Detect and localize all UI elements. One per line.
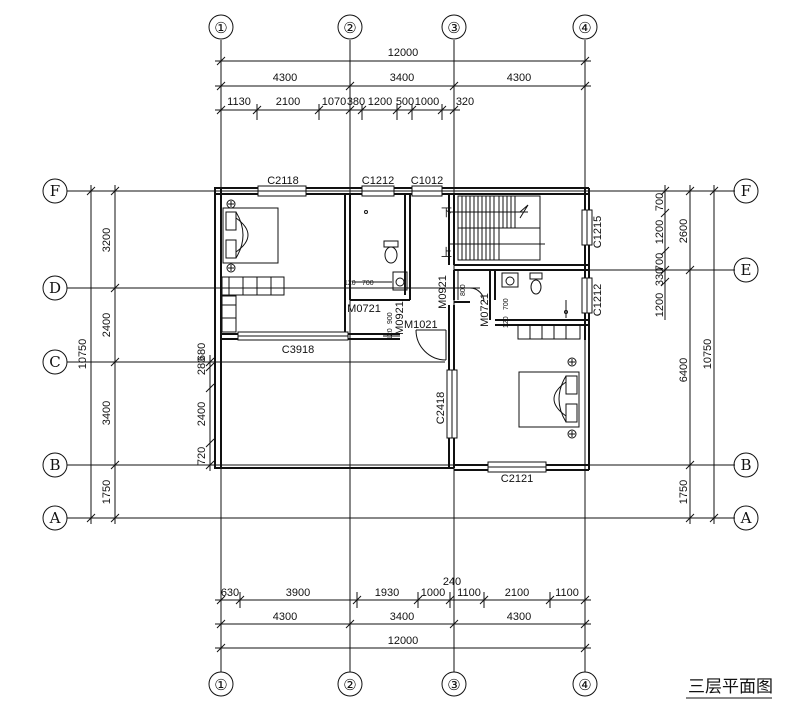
dim-bottom-2100: 2100 — [505, 587, 529, 599]
label-c1215: C1215 — [592, 216, 604, 248]
axis-right-E: E — [741, 261, 752, 279]
dim-bottom-3900: 3900 — [286, 587, 310, 599]
dim-bottom-3400: 3400 — [390, 611, 414, 623]
dim-left-2400b: 2400 — [196, 402, 208, 426]
dim-right-700b: 700 — [654, 253, 666, 271]
stair-down-label: 下 — [441, 207, 452, 219]
wardrobe-left — [221, 276, 285, 333]
size-120-right: 120 — [503, 316, 510, 328]
drawing-title: 三层平面图 — [688, 677, 773, 697]
label-m0721-right: M0721 — [479, 293, 491, 327]
dim-right-2600: 2600 — [678, 219, 690, 243]
bed-left — [222, 199, 279, 273]
size-120-left: 120 — [344, 280, 356, 287]
dim-bottom-240: 240 — [443, 576, 461, 588]
size-900: 900 — [387, 312, 394, 324]
axis-left-D: D — [49, 279, 61, 297]
axis-bottom-4: ④ — [578, 676, 591, 694]
axis-top-2: ② — [343, 19, 356, 37]
dim-top-3400: 3400 — [390, 72, 414, 84]
label-m1021: M1021 — [404, 319, 438, 331]
bathroom-fixtures — [352, 210, 568, 318]
windows — [237, 185, 593, 473]
axis-right-F: F — [741, 182, 751, 200]
size-700-right: 700 — [503, 298, 510, 310]
axis-left-F: F — [50, 182, 60, 200]
dim-left-total: 10750 — [77, 339, 89, 370]
staircase — [448, 195, 545, 261]
label-c3918: C3918 — [282, 344, 314, 356]
dim-top-380: 380 — [347, 96, 365, 108]
wardrobe-right — [517, 324, 581, 340]
dim-bottom-1100b: 1100 — [555, 587, 579, 599]
dim-right-1750: 1750 — [678, 480, 690, 504]
size-120-mid: 120 — [387, 328, 394, 340]
axis-left-A: A — [49, 509, 61, 527]
dim-right-6400: 6400 — [678, 358, 690, 382]
label-c2418: C2418 — [435, 392, 447, 424]
label-c2118: C2118 — [267, 175, 299, 187]
dim-top-1000: 1000 — [415, 96, 439, 108]
dim-bottom-4300b: 4300 — [507, 611, 531, 623]
axis-left-C: C — [49, 353, 60, 371]
label-m0921-right: M0921 — [437, 275, 449, 309]
dim-top-2100: 2100 — [276, 96, 300, 108]
axis-left-B: B — [49, 456, 60, 474]
dim-top-500: 500 — [396, 96, 414, 108]
stair-up-label: 上 — [441, 246, 452, 259]
doors — [383, 270, 485, 361]
label-m0721-left: M0721 — [347, 303, 381, 315]
bed-right — [518, 357, 580, 439]
grid-lines — [67, 40, 735, 672]
right-dimensions: 700 1200 700 330 1200 2600 6400 1750 107… — [654, 185, 719, 524]
dim-bottom-4300a: 4300 — [273, 611, 297, 623]
axis-right-A: A — [740, 509, 752, 527]
dim-bottom-1000: 1000 — [421, 587, 445, 599]
top-dimensions: 12000 4300 3400 4300 1130 2100 1070 380 … — [215, 47, 591, 120]
dim-bottom-1100a: 1100 — [457, 587, 481, 599]
dim-right-total: 10750 — [702, 339, 714, 370]
axis-top-3: ③ — [447, 19, 460, 37]
label-m0921-left: M0921 — [394, 301, 406, 335]
dim-left-3400: 3400 — [101, 401, 113, 425]
bottom-dimensions: 630 3900 1930 1000 1100 2100 1100 240 43… — [215, 576, 591, 653]
label-c2121: C2121 — [501, 473, 533, 485]
left-dimensions: 10750 3200 2400 3400 1750 280 680 2400 7… — [77, 185, 215, 524]
dim-right-1200a: 1200 — [654, 220, 666, 244]
dim-left-720: 720 — [196, 447, 208, 465]
axis-top-1: ① — [214, 19, 227, 37]
dim-bottom-630: 630 — [221, 587, 239, 599]
dim-top-4300a: 4300 — [273, 72, 297, 84]
size-700-left: 700 — [362, 280, 374, 287]
dim-bottom-1930: 1930 — [375, 587, 399, 599]
dim-left-1750: 1750 — [101, 480, 113, 504]
dim-left-3200: 3200 — [101, 228, 113, 252]
label-c1212-right: C1212 — [592, 284, 604, 316]
dim-top-320: 320 — [456, 96, 474, 108]
axis-bubbles: ① ② ③ ④ ① ② ③ ④ F D C B A F E B A — [42, 14, 759, 697]
axis-bottom-1: ① — [214, 676, 227, 694]
dim-top-1130: 1130 — [227, 96, 251, 108]
axis-bottom-3: ③ — [447, 676, 460, 694]
dim-bottom-total: 12000 — [388, 635, 419, 647]
label-c1012: C1012 — [411, 175, 443, 187]
dim-top-4300b: 4300 — [507, 72, 531, 84]
dim-top-1200: 1200 — [368, 96, 392, 108]
axis-top-4: ④ — [578, 19, 591, 37]
dim-top-total: 12000 — [388, 47, 419, 59]
label-c1212-top: C1212 — [362, 175, 394, 187]
dim-top-1070: 1070 — [322, 96, 346, 108]
dim-right-330: 330 — [654, 268, 666, 286]
size-800: 800 — [460, 284, 467, 296]
dim-left-2400: 2400 — [101, 313, 113, 337]
dim-left-280: 280 — [196, 357, 208, 375]
dim-right-1200b: 1200 — [654, 293, 666, 317]
dim-left-680: 680 — [196, 343, 208, 361]
axis-right-B: B — [740, 456, 751, 474]
dim-right-700a: 700 — [654, 193, 666, 211]
axis-bottom-2: ② — [343, 676, 356, 694]
